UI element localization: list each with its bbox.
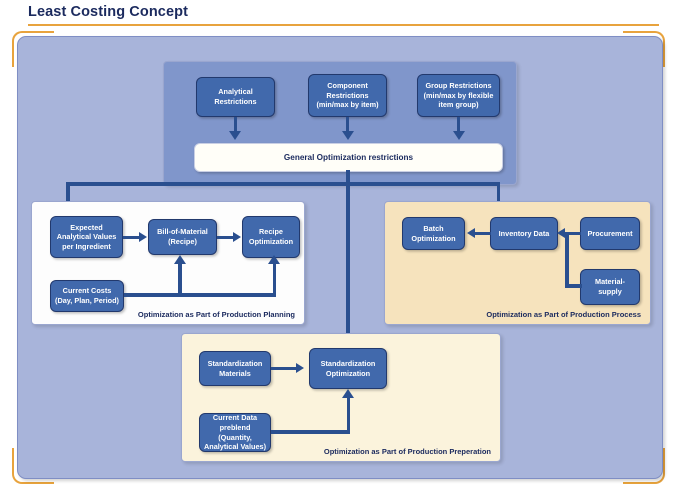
connector-bus-to-recipe-optimization <box>66 182 70 210</box>
arrowhead-materials-to-optimization <box>296 362 304 373</box>
connector-preblend-vertical <box>346 398 350 433</box>
connector-bus-to-standardization-optimization <box>346 182 350 340</box>
arrowhead-procurement-to-inventory <box>557 227 565 238</box>
arrowhead-analytical-to-general <box>229 131 241 140</box>
page-title: Least Costing Concept <box>28 4 188 20</box>
connector-costs-to-bom-vertical <box>178 264 182 296</box>
node-general-optimization-restrictions[interactable]: General Optimization restrictions <box>194 143 503 172</box>
process-panel-caption: Optimization as Part of Production Proce… <box>486 310 641 319</box>
connector-material-supply-vertical <box>565 233 569 287</box>
preperation-panel-caption: Optimization as Part of Production Prepe… <box>323 447 491 456</box>
arrowhead-preblend-to-optimization <box>342 389 354 398</box>
corner-bracket-bottom-right <box>623 448 665 484</box>
arrowhead-eav-to-bom <box>139 231 147 242</box>
corner-bracket-bottom-left <box>12 448 54 484</box>
corner-bracket-top-right <box>623 31 665 67</box>
connector-material-supply-horizontal <box>565 284 582 288</box>
arrowhead-component-to-general <box>341 131 354 140</box>
node-current-costs[interactable]: Current Costs(Day, Plan, Period) <box>50 280 124 312</box>
connector-procurement-to-inventory <box>565 231 581 235</box>
node-procurement[interactable]: Procurement <box>580 217 640 250</box>
arrowhead-bom-to-recipe <box>233 231 241 242</box>
connector-component-to-general <box>346 117 349 131</box>
node-material-supply[interactable]: Material-supply <box>580 269 640 305</box>
connector-bus-to-batch-optimization <box>496 182 500 210</box>
title-divider <box>28 24 659 26</box>
arrowhead-costs-to-bom <box>173 255 186 264</box>
node-bill-of-material[interactable]: Bill-of-Material(Recipe) <box>148 219 217 255</box>
arrowhead-costs-to-recipe <box>268 255 280 264</box>
node-inventory-data[interactable]: Inventory Data <box>490 217 558 250</box>
connector-eav-to-bom <box>123 235 140 239</box>
connector-costs-to-recipe-horizontal <box>124 293 276 297</box>
connector-costs-to-recipe-vertical <box>272 264 276 296</box>
arrowhead-group-to-general <box>452 131 465 140</box>
connector-analytical-to-general <box>233 117 237 131</box>
connector-bom-to-recipe <box>217 235 234 239</box>
connector-materials-to-optimization <box>271 366 297 370</box>
corner-bracket-top-left <box>12 31 54 67</box>
connector-preblend-horizontal <box>271 430 350 434</box>
connector-horizontal-bus <box>66 182 500 186</box>
planning-panel-caption: Optimization as Part of Production Plann… <box>137 310 295 319</box>
connector-inventory-to-batch <box>475 231 491 235</box>
connector-group-to-general <box>457 117 460 131</box>
arrowhead-inventory-to-batch <box>467 227 475 238</box>
